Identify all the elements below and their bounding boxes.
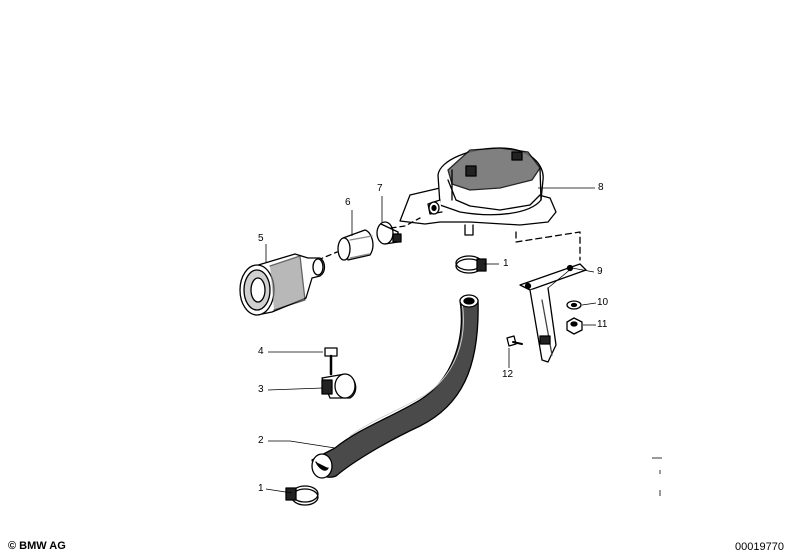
callout-8: 8 [598, 182, 604, 193]
funnel-part-5 [239, 253, 326, 316]
clamp-part-1-upper [455, 255, 487, 274]
callout-1-lower: 1 [258, 483, 264, 494]
leader-1-lower [265, 488, 293, 494]
leader-2 [268, 440, 336, 449]
callout-3: 3 [258, 384, 264, 395]
clamp-part-1-lower [285, 485, 319, 506]
bracket-part-9 [519, 263, 587, 363]
copyright-label: © BMW AG [8, 540, 66, 552]
callout-12: 12 [502, 369, 514, 380]
callout-4: 4 [258, 346, 264, 357]
hose-part-2 [311, 294, 479, 479]
screw-part-4 [324, 347, 338, 376]
clamp-part-7 [376, 217, 421, 245]
leader-10 [581, 302, 597, 306]
callout-1-upper: 1 [503, 258, 509, 269]
callout-9: 9 [597, 266, 603, 277]
callout-5: 5 [258, 233, 264, 244]
image-number: 00019770 [735, 541, 784, 553]
nut-part-11 [566, 317, 583, 335]
callout-7: 7 [377, 183, 383, 194]
clamp-part-3 [321, 373, 357, 399]
callout-10: 10 [597, 297, 609, 308]
leader-9 [547, 267, 595, 289]
hose-part-6 [317, 229, 374, 261]
bolt-part-12 [506, 335, 523, 347]
leader-3 [267, 387, 324, 391]
callout-11: 11 [597, 319, 608, 330]
callout-6: 6 [345, 197, 351, 208]
callout-2: 2 [258, 435, 264, 446]
washer-part-10 [566, 300, 582, 310]
housing-part-8 [399, 147, 581, 261]
